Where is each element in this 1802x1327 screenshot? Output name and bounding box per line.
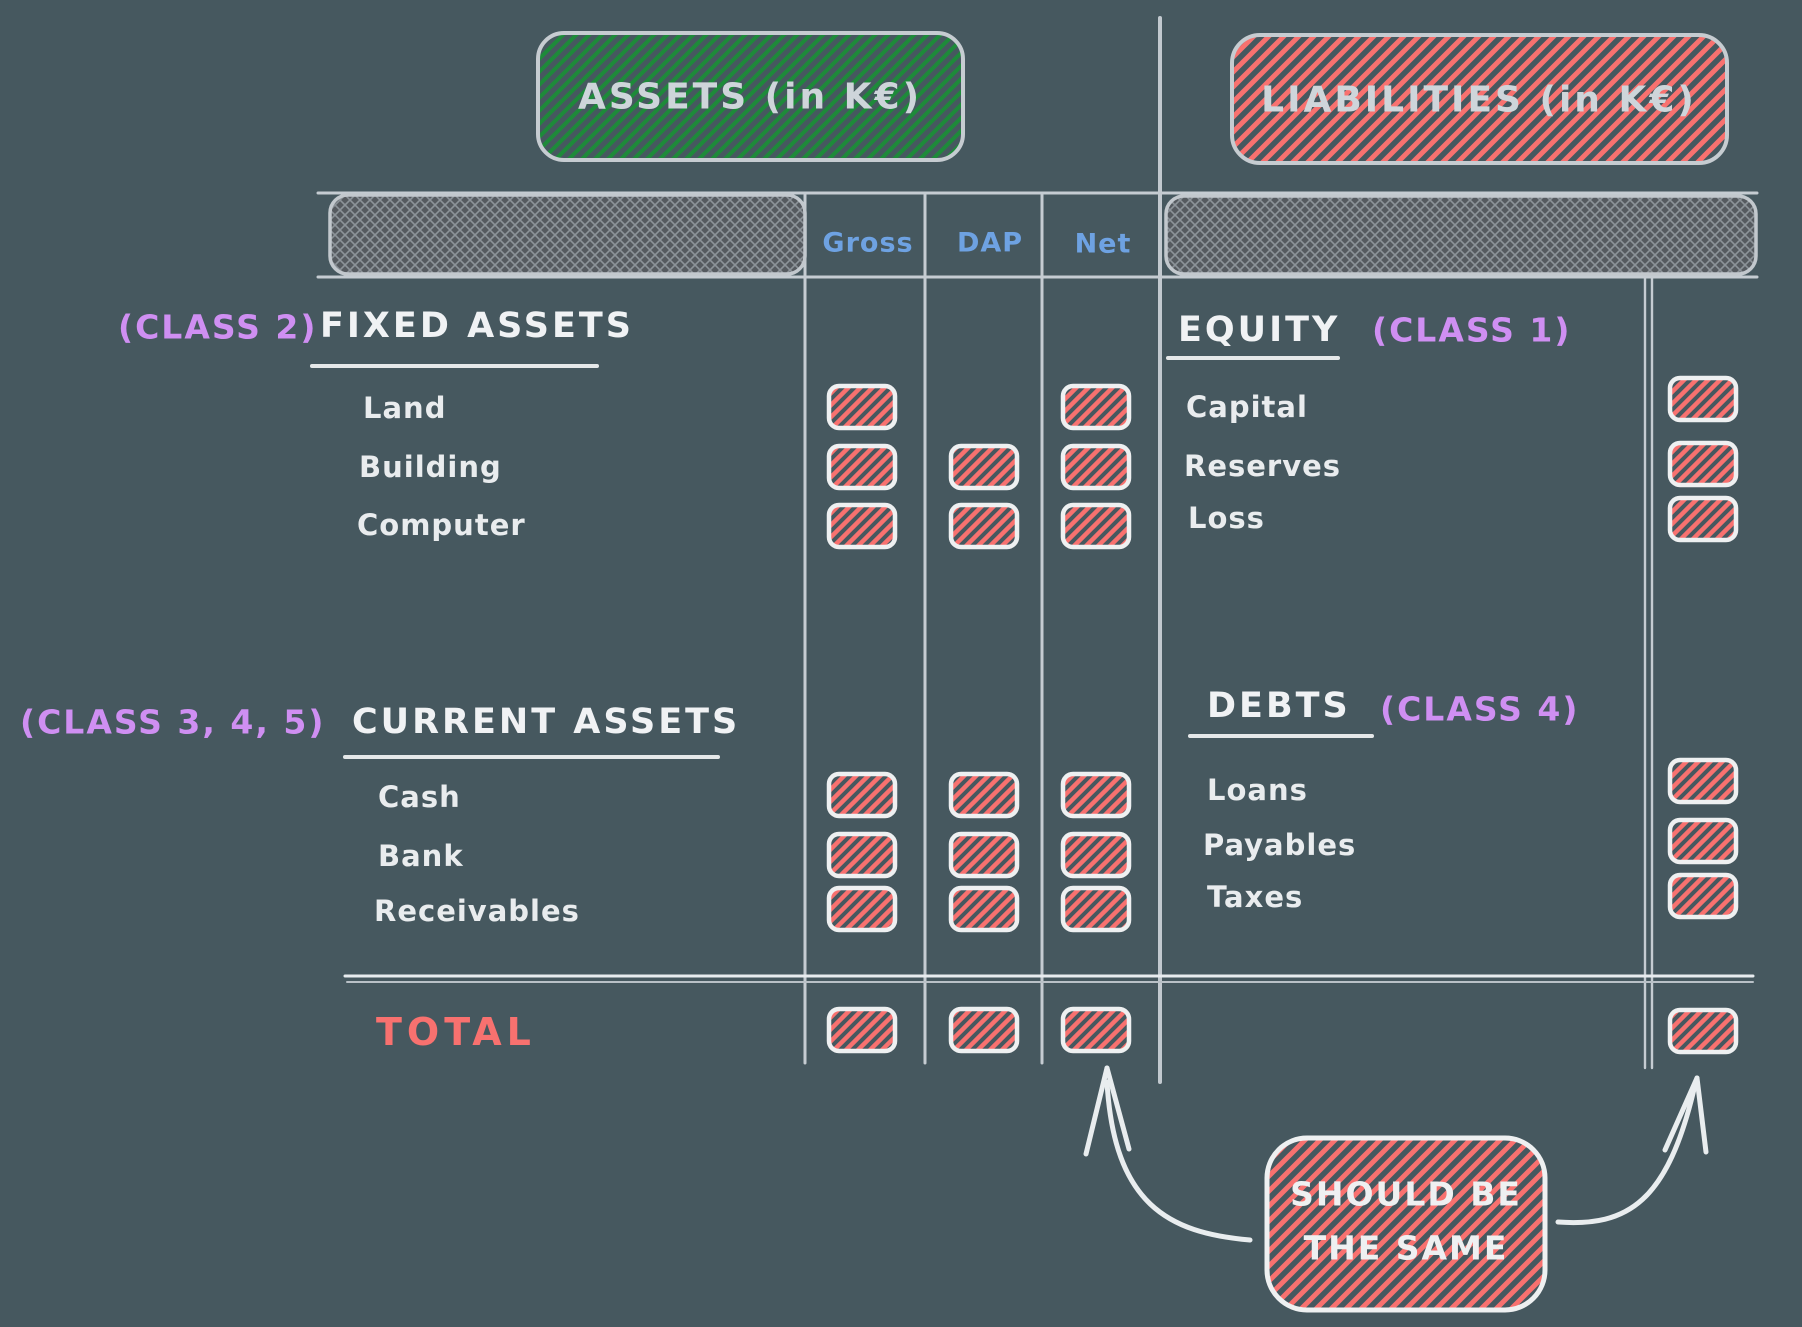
row-label-land: Land <box>363 391 447 425</box>
total-value-box-liabilities <box>1667 1007 1739 1055</box>
column-header-net: Net <box>1074 228 1132 260</box>
value-box-cash-net <box>1060 771 1132 819</box>
row-label-payables: Payables <box>1203 828 1357 862</box>
should-be-same-box <box>1264 1135 1548 1313</box>
value-box-cash-dap <box>948 771 1020 819</box>
row-label-bank: Bank <box>378 839 464 873</box>
value-box-computer-net <box>1060 502 1132 550</box>
debts-class-label: (CLASS 4) <box>1380 689 1580 729</box>
value-box-reserves <box>1667 440 1739 488</box>
value-box-cash-gross <box>826 771 898 819</box>
assets-label-column-header-box <box>328 193 807 276</box>
value-box-receivables-gross <box>826 885 898 933</box>
value-box-receivables-dap <box>948 885 1020 933</box>
row-label-loss: Loss <box>1188 501 1265 535</box>
column-header-gross: Gross <box>822 227 914 259</box>
left-arrow <box>1083 1065 1253 1243</box>
row-label-receivables: Receivables <box>374 894 580 928</box>
row-label-capital: Capital <box>1186 390 1308 424</box>
value-box-building-gross <box>826 443 898 491</box>
right-arrow <box>1555 1075 1709 1226</box>
row-label-reserves: Reserves <box>1184 449 1342 483</box>
equity-class-label: (CLASS 1) <box>1372 310 1572 350</box>
value-box-land-net <box>1060 383 1132 431</box>
should-be-same-text-line2: THE SAME <box>1303 1228 1509 1268</box>
total-value-box-net <box>1060 1006 1132 1054</box>
assets-header-box <box>536 31 965 162</box>
value-box-bank-gross <box>826 831 898 879</box>
value-box-bank-net <box>1060 831 1132 879</box>
value-box-building-net <box>1060 443 1132 491</box>
fixed-assets-title: FIXED ASSETS <box>320 306 634 346</box>
value-box-taxes <box>1667 872 1739 920</box>
value-box-capital <box>1667 375 1739 423</box>
debts-title: DEBTS <box>1207 686 1351 726</box>
value-boxes-group <box>826 375 1739 1055</box>
value-box-building-dap <box>948 443 1020 491</box>
value-box-computer-dap <box>948 502 1020 550</box>
total-value-box-gross <box>826 1006 898 1054</box>
should-be-same-text-line1: SHOULD BE <box>1290 1174 1522 1214</box>
value-box-loans <box>1667 757 1739 805</box>
total-label: TOTAL <box>376 1010 536 1054</box>
value-box-receivables-net <box>1060 885 1132 933</box>
liabilities-header-title: LIABILITIES (in K€) <box>1261 79 1697 121</box>
current-assets-title: CURRENT ASSETS <box>352 702 741 742</box>
equity-title: EQUITY <box>1178 310 1341 350</box>
row-label-cash: Cash <box>378 780 461 814</box>
value-box-loss <box>1667 495 1739 543</box>
row-label-taxes: Taxes <box>1207 880 1304 914</box>
value-box-land-gross <box>826 383 898 431</box>
total-value-box-dap <box>948 1006 1020 1054</box>
fixed-assets-class-label: (CLASS 2) <box>118 307 318 347</box>
assets-header-title: ASSETS (in K€) <box>577 76 923 118</box>
column-header-dap: DAP <box>956 227 1024 259</box>
liabilities-label-column-header-box <box>1164 194 1758 276</box>
row-label-computer: Computer <box>357 508 526 542</box>
row-label-building: Building <box>359 450 502 484</box>
row-label-loans: Loans <box>1207 773 1308 807</box>
current-assets-class-label: (CLASS 3, 4, 5) <box>20 702 326 742</box>
value-box-payables <box>1667 817 1739 865</box>
liabilities-header-box <box>1230 33 1729 165</box>
value-box-computer-gross <box>826 502 898 550</box>
value-box-bank-dap <box>948 831 1020 879</box>
